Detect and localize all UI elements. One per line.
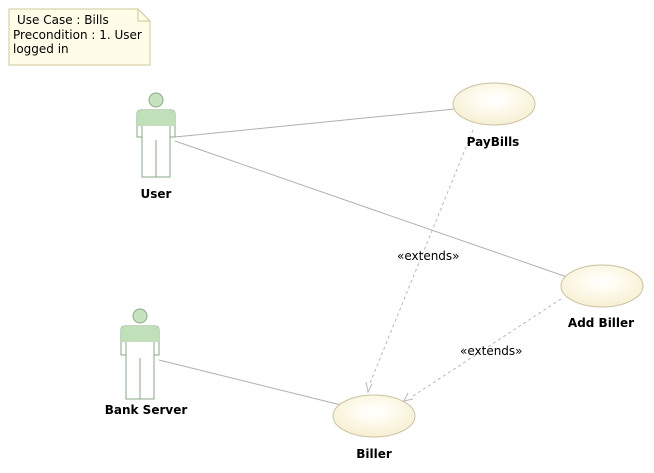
usecase-paybills-label: PayBills [467, 135, 520, 149]
note-line-3: logged in [13, 42, 69, 56]
extend-label-2: «extends» [460, 344, 523, 358]
extend-paybills-biller [367, 129, 474, 389]
actor-bank-server[interactable]: Bank Server [105, 308, 188, 417]
extend-add-biller-biller [409, 298, 562, 399]
extend-arrowhead-1 [365, 381, 373, 394]
association-user-add-biller [174, 140, 568, 278]
precondition-note[interactable]: Use Case : Bills Precondition : 1. User … [8, 8, 151, 66]
actor-user[interactable]: User [136, 92, 176, 201]
usecase-add-biller[interactable]: Add Biller [560, 264, 644, 330]
extend-arrowhead-2 [403, 392, 414, 402]
actor-bank-server-label: Bank Server [105, 403, 188, 417]
note-line-1: Use Case : Bills [17, 13, 109, 27]
extend-relations [365, 129, 562, 402]
actor-user-label: User [141, 187, 172, 201]
associations [158, 108, 568, 406]
usecase-biller-label: Biller [356, 447, 392, 461]
extend-label-1: «extends» [397, 249, 460, 263]
association-user-paybills [174, 108, 456, 138]
association-bank-server-biller [158, 359, 342, 406]
usecase-add-biller-label: Add Biller [568, 316, 634, 330]
note-line-2: Precondition : 1. User [13, 28, 142, 42]
usecase-paybills[interactable]: PayBills [452, 82, 536, 149]
usecase-biller[interactable]: Biller [332, 394, 416, 461]
